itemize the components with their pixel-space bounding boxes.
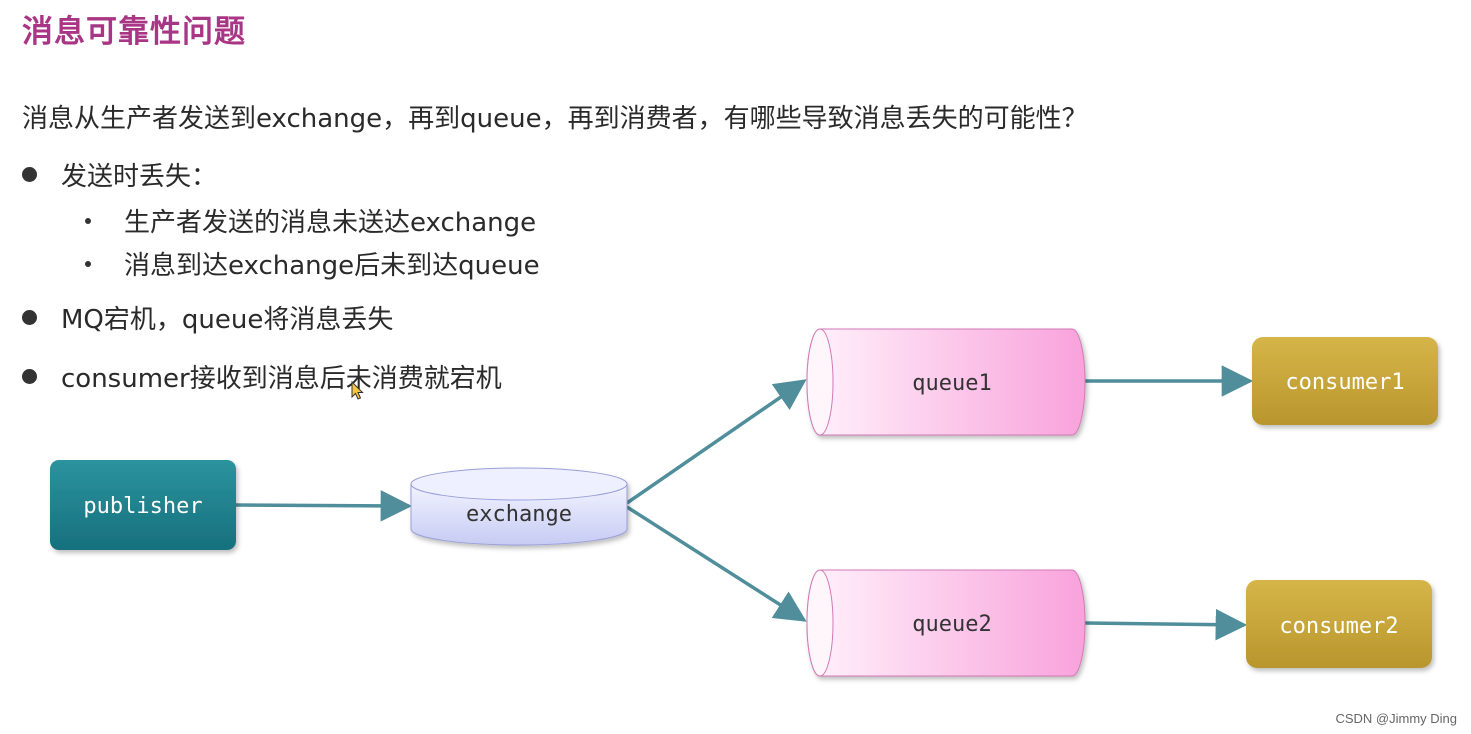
bullet-mq-down: MQ宕机，queue将消息丢失	[22, 299, 393, 336]
bullet-dot	[22, 369, 37, 384]
sub-bullet-text: 生产者发送的消息未送达exchange	[124, 208, 537, 238]
arrow-publisher-to-exchange	[235, 490, 413, 522]
consumer2-node	[1246, 580, 1432, 668]
bullet-text: MQ宕机，queue将消息丢失	[61, 305, 394, 335]
arrow-exchange-to-queue1	[626, 379, 807, 505]
mouse-cursor-icon	[351, 380, 364, 400]
queue1-label: queue1	[912, 371, 991, 396]
queue2-label: queue2	[912, 612, 991, 637]
bullet-text: 发送时丢失：	[61, 162, 218, 192]
bullet-dot	[22, 167, 37, 182]
consumer1-label: consumer1	[1285, 370, 1404, 395]
bullet-text: consumer接收到消息后未消费就宕机	[61, 364, 502, 394]
sub-bullet-dot	[85, 217, 91, 224]
queue1-node	[806, 328, 1086, 436]
consumer1-node	[1252, 337, 1438, 425]
arrow-queue2-to-consumer2	[1084, 608, 1248, 641]
watermark: CSDN @Jimmy Ding	[1335, 711, 1457, 726]
sub-bullet-dot	[85, 260, 91, 267]
exchange-node	[410, 467, 628, 546]
bullet-dot	[22, 310, 37, 325]
queue2-node	[806, 569, 1086, 677]
slide-title: 消息可靠性问题	[22, 14, 246, 50]
sub-bullet-not-reach-queue: 消息到达exchange后未到达queue	[82, 245, 540, 282]
arrow-exchange-to-queue2	[626, 505, 807, 622]
sub-bullet-not-reach-exchange: 生产者发送的消息未送达exchange	[82, 202, 536, 239]
question-text: 消息从生产者发送到exchange，再到queue，再到消费者，有哪些导致消息丢…	[22, 104, 1088, 134]
exchange-label: exchange	[466, 502, 572, 527]
publisher-node	[50, 460, 236, 550]
bullet-send-loss: 发送时丢失：	[22, 156, 217, 193]
sub-bullet-text: 消息到达exchange后未到达queue	[124, 251, 540, 281]
consumer2-label: consumer2	[1279, 614, 1398, 639]
publisher-label: publisher	[83, 494, 202, 519]
bullet-consumer-down: consumer接收到消息后未消费就宕机	[22, 358, 502, 395]
